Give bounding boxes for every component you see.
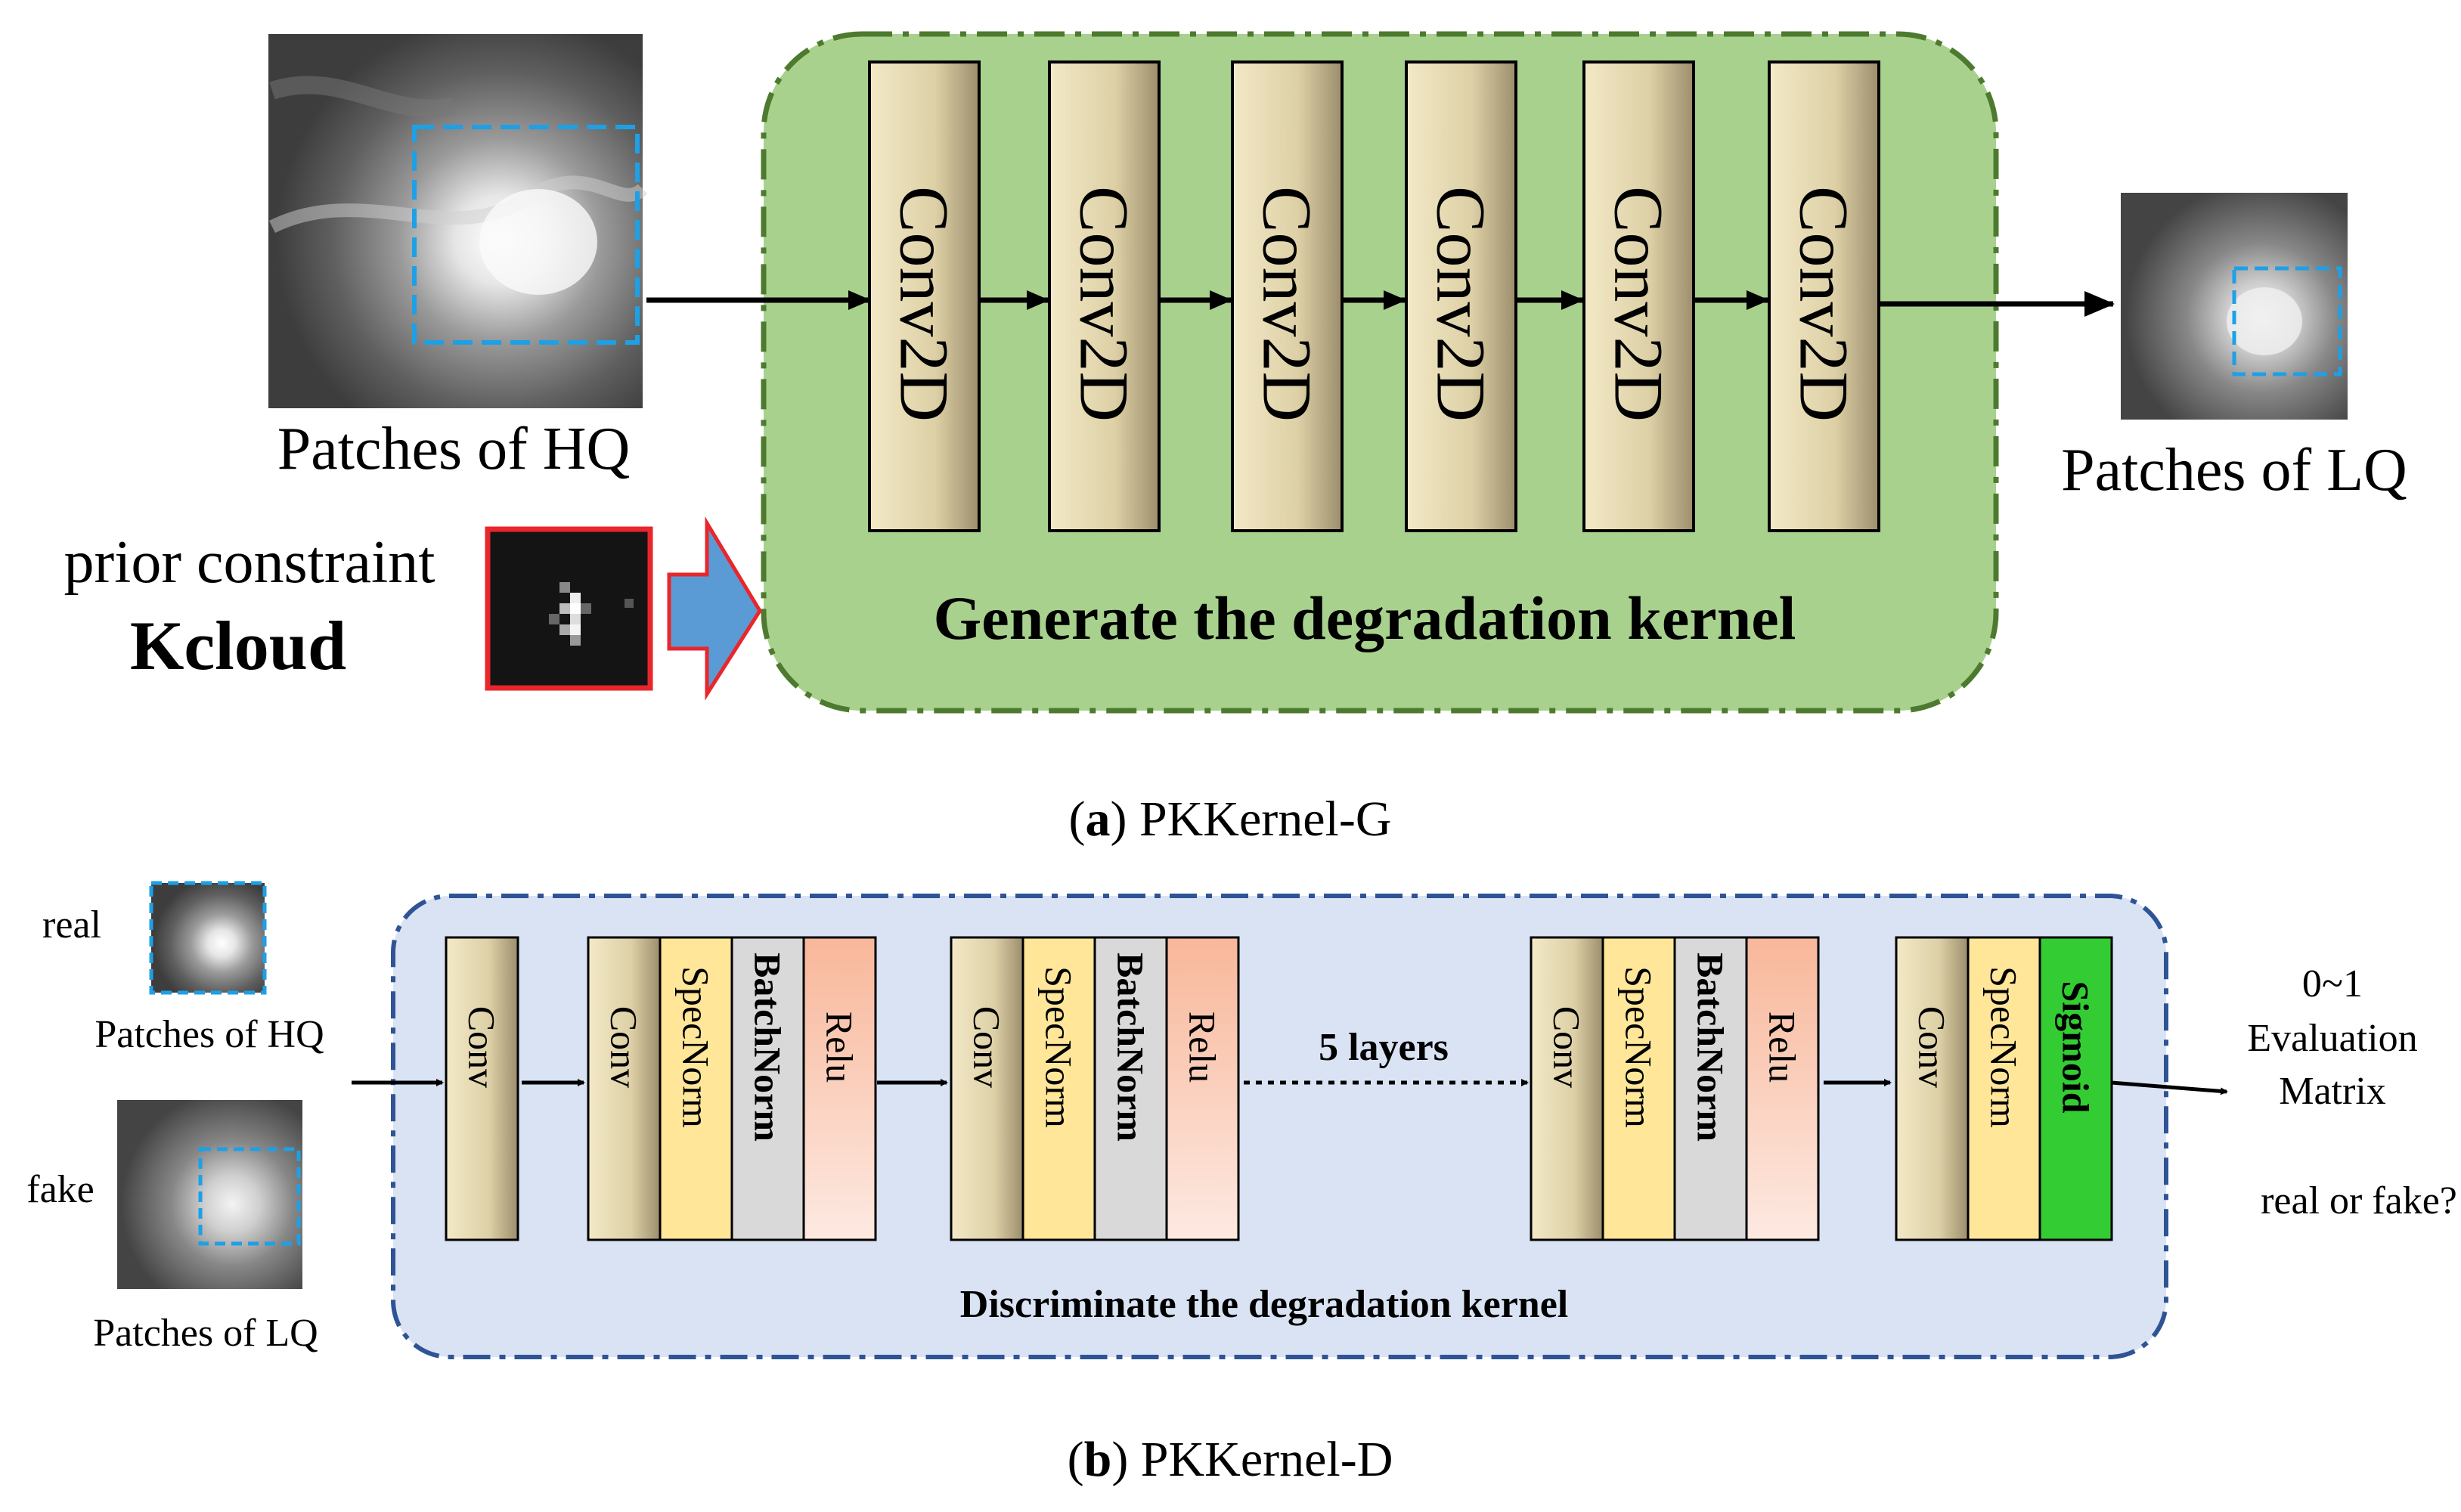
fake-patch-image [117,1100,302,1289]
lq-label: Patches of LQ [2061,437,2407,503]
disc-block-2-conv-label: Conv [966,1006,1009,1088]
disc-block-2-relu-label: Relu [1182,1012,1224,1083]
conv2d-label: Conv2D [886,186,963,422]
disc-block-1-relu-label: Relu [819,1012,861,1083]
hq-label: Patches of HQ [277,416,631,482]
disc-final-specnorm-label: SpecNorm [1983,966,2026,1128]
conv2d-stack: Conv2D Conv2D Conv2D Conv2D Conv2D Conv2D [868,60,1880,532]
disc-block-2-conv: Conv [950,936,1024,1241]
discriminator-layers: Conv Conv SpecNorm BatchNorm Relu Conv SpecNor… [445,936,2113,1241]
disc-block-3-batchnorm-label: BatchNorm [1690,953,1732,1142]
generator-box-label: Generate the degradation kernel [934,584,1796,652]
disc-first-conv: Conv [445,936,519,1241]
hq-patch-image [268,34,648,408]
hq-small-label: Patches of HQ [95,1013,324,1056]
conv2d-layer-2: Conv2D [1048,60,1161,532]
conv2d-layer-3: Conv2D [1231,60,1344,532]
output-line2: Matrix [2279,1070,2386,1113]
disc-block-1-batchnorm-label: BatchNorm [747,953,789,1142]
disc-block-2-batchnorm: BatchNorm [1093,936,1168,1241]
final-to-output-arrow [2110,1080,2228,1095]
conv2d-layer-4: Conv2D [1405,60,1517,532]
kcloud-kernel-image [485,526,653,691]
conv2d-label: Conv2D [1423,186,1500,422]
disc-first-conv-label: Conv [461,1006,504,1088]
disc-block-3-relu-label: Relu [1762,1012,1804,1083]
disc-block-1-specnorm: SpecNorm [659,936,733,1241]
disc-final-conv: Conv [1895,936,1970,1241]
fake-label: fake [26,1168,94,1211]
output-range: 0~1 [2302,962,2363,1005]
conv2d-label: Conv2D [1601,186,1678,422]
disc-block-3-conv-label: Conv [1546,1006,1588,1088]
disc-block-1-conv-label: Conv [603,1006,646,1088]
disc-block-3-specnorm: SpecNorm [1601,936,1676,1241]
disc-block-1: Conv SpecNorm BatchNorm Relu [587,936,877,1241]
disc-block-1-relu: Relu [802,936,877,1241]
lq-patch-image [2121,193,2348,420]
disc-block-2: Conv SpecNorm BatchNorm Relu [950,936,1240,1241]
disc-block-3-specnorm-label: SpecNorm [1618,966,1660,1128]
real-patch-image [149,881,267,995]
disc-block-1-batchnorm: BatchNorm [730,936,805,1241]
disc-block-3-conv: Conv [1530,936,1604,1241]
disc-block-1-conv: Conv [587,936,662,1241]
output-question: real or fake? [2261,1179,2457,1222]
caption-b: (b) PKKernel-D [1068,1432,1393,1487]
skip-layers-label: 5 layers [1319,1026,1449,1069]
conv2d-layer-6: Conv2D [1768,60,1880,532]
conv2d-layer-5: Conv2D [1582,60,1695,532]
real-label: real [42,903,101,947]
prior-label: prior constraint [64,529,435,596]
panel-b: real Patches of HQ fake Patches of LQ Co… [26,881,2457,1487]
disc-final-conv-label: Conv [1911,1006,1954,1088]
prior-input-arrow [667,516,762,701]
disc-block-2-relu: Relu [1165,936,1240,1241]
disc-block-2-specnorm-label: SpecNorm [1038,966,1080,1128]
disc-final-specnorm: SpecNorm [1967,936,2041,1241]
lq-small-label: Patches of LQ [93,1312,318,1355]
disc-final-sigmoid: Sigmoid [2038,936,2113,1241]
conv2d-label: Conv2D [1066,186,1143,422]
conv2d-label: Conv2D [1249,186,1326,422]
hq-crop-box [412,125,640,345]
conv2d-label: Conv2D [1786,186,1863,422]
output-line1: Evaluation [2247,1017,2417,1060]
caption-a: (a) PKKernel-G [1068,792,1391,847]
lq-crop-box [2232,266,2342,376]
disc-block-2-batchnorm-label: BatchNorm [1110,953,1152,1142]
disc-final-sigmoid-label: Sigmoid [2055,981,2097,1113]
disc-final-block: Conv SpecNorm Sigmoid [1895,936,2113,1241]
disc-block-3-batchnorm: BatchNorm [1673,936,1748,1241]
conv2d-layer-1: Conv2D [868,60,981,532]
disc-block-3-relu: Relu [1745,936,1820,1241]
disc-block-2-specnorm: SpecNorm [1021,936,1096,1241]
disc-block-1-specnorm-label: SpecNorm [675,966,718,1128]
panel-a: Patches of HQ Patches of LQ prior constr… [64,31,2407,847]
discriminator-box-label: Discriminate the degradation kernel [960,1283,1568,1326]
disc-block-3: Conv SpecNorm BatchNorm Relu [1530,936,1820,1241]
prior-name: Kcloud [130,607,346,684]
